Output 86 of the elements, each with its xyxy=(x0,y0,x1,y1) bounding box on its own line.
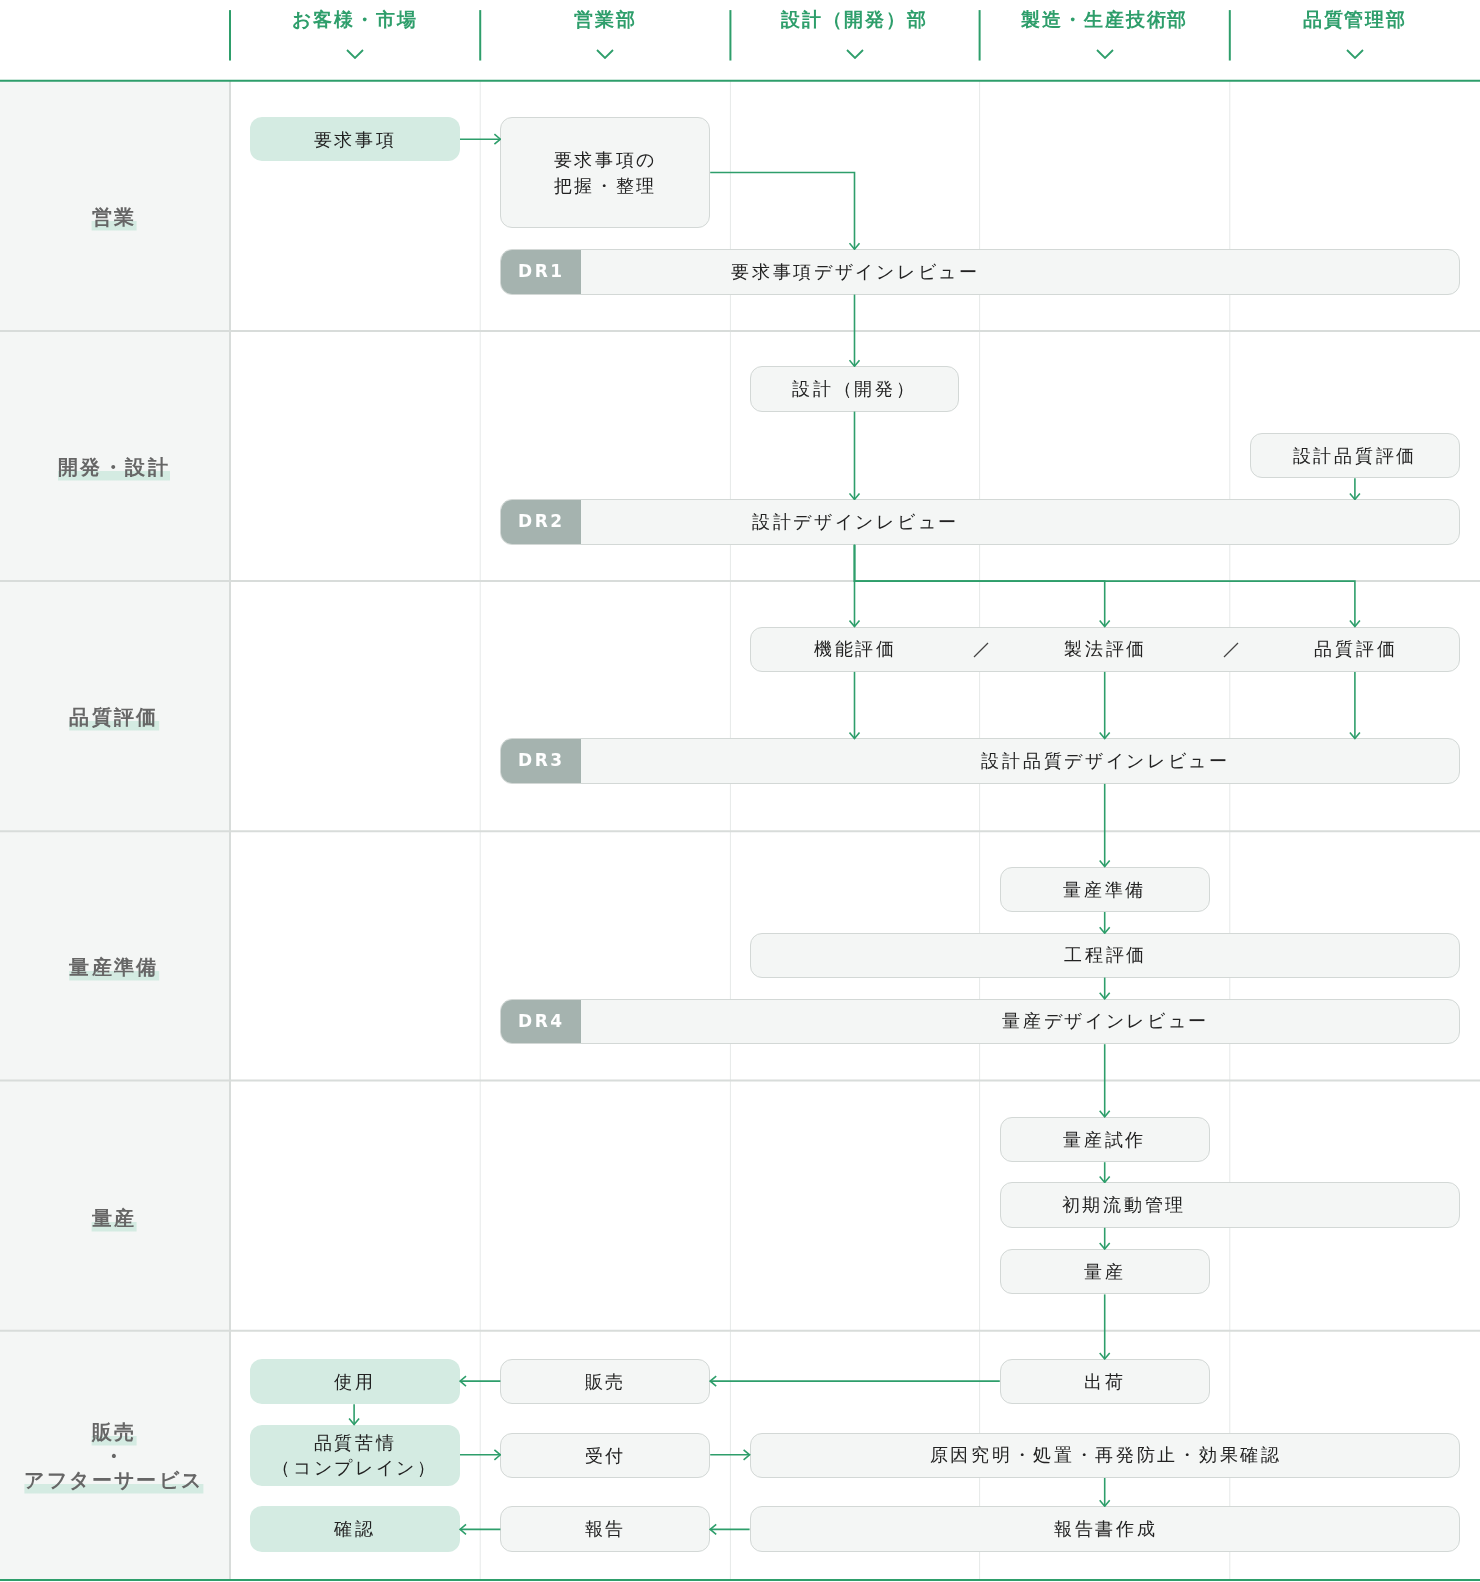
arrow xyxy=(709,171,861,250)
process-box xyxy=(749,933,1460,978)
arrow xyxy=(1098,1161,1111,1184)
arrow xyxy=(1098,1043,1111,1118)
process-box xyxy=(500,117,711,228)
column-header: 営業部 xyxy=(573,7,637,33)
process-box xyxy=(999,866,1210,912)
row-header: 量産準備 xyxy=(69,954,159,981)
arrow xyxy=(459,133,502,145)
arrow xyxy=(459,1449,502,1461)
step-text: 販売 xyxy=(584,1370,626,1394)
step-text: 要求事項 xyxy=(313,127,397,152)
column-header: 品質管理部 xyxy=(1302,7,1408,33)
step-text: 初期流動管理 xyxy=(1061,1193,1186,1218)
review-bar xyxy=(500,738,1460,784)
process-box xyxy=(999,1358,1210,1405)
step-text: 工程評価 xyxy=(1064,943,1148,968)
step-text: 報告 xyxy=(584,1517,626,1542)
process-box xyxy=(749,626,1460,672)
customer-step-box xyxy=(250,1506,460,1552)
column-header: 設計（開発）部 xyxy=(781,7,928,33)
arrow xyxy=(848,671,861,740)
arrow xyxy=(709,1375,1001,1387)
step-text: 設計デザインレビュー xyxy=(752,510,959,535)
arrow xyxy=(348,1403,360,1426)
arrow xyxy=(459,1375,502,1387)
step-text: 量産 xyxy=(1084,1260,1126,1285)
process-box xyxy=(1249,432,1460,479)
step-text: 量産準備 xyxy=(1063,877,1147,902)
step-text: 報告書作成 xyxy=(1053,1517,1158,1542)
arrow xyxy=(709,1449,751,1461)
process-box xyxy=(749,366,960,412)
arrow xyxy=(709,1523,751,1536)
arrow xyxy=(1349,477,1361,501)
arrow xyxy=(1098,1477,1111,1507)
review-tag: DR4 xyxy=(501,999,582,1044)
step-text: 品質評価 xyxy=(1314,637,1398,662)
process-box xyxy=(749,1506,1460,1552)
step-text: 量産試作 xyxy=(1063,1127,1147,1152)
step-text: 品質苦情 xyxy=(313,1431,397,1456)
row-header: 量産 xyxy=(91,1204,137,1232)
row-header: • xyxy=(109,1447,119,1464)
step-text: 機能評価 xyxy=(814,637,897,662)
step-text: 設計（開発） xyxy=(792,377,917,402)
step-text: 出荷 xyxy=(1084,1370,1126,1394)
arrow xyxy=(1098,976,1111,1000)
process-box xyxy=(999,1116,1210,1163)
step-text: 量産デザインレビュー xyxy=(1002,1009,1210,1034)
step-text: 設計品質デザインレビュー xyxy=(981,749,1230,774)
step-text: 要求事項デザインレビュー xyxy=(731,260,980,285)
review-tag: DR2 xyxy=(501,500,582,544)
step-text: （コンプレイン） xyxy=(272,1456,438,1481)
step-text: 使用 xyxy=(334,1370,376,1394)
review-tag: DR1 xyxy=(501,250,582,294)
column-header: お客様・市場 xyxy=(292,7,418,33)
step-text: 原因究明・処置・再発防止・効果確認 xyxy=(929,1443,1282,1468)
arrow xyxy=(459,1523,502,1536)
process-box xyxy=(749,1432,1460,1478)
arrow xyxy=(848,410,861,501)
step-text: 受付 xyxy=(584,1443,626,1468)
process-box xyxy=(500,1432,711,1478)
arrow xyxy=(1098,671,1111,740)
review-bar xyxy=(500,249,1460,295)
arrow xyxy=(1098,911,1111,934)
process-box xyxy=(999,1182,1460,1228)
review-tag: DR3 xyxy=(501,739,582,783)
arrow xyxy=(1349,671,1361,740)
process-box xyxy=(500,1506,711,1552)
process-box xyxy=(999,1248,1210,1295)
step-text: 製法評価 xyxy=(1064,637,1148,662)
review-bar xyxy=(500,998,1460,1045)
arrow xyxy=(1098,783,1111,868)
column-header: 製造・生産技術部 xyxy=(1021,7,1189,33)
step-text: 要求事項の把握・整理 xyxy=(552,148,659,198)
arrow xyxy=(1098,1293,1111,1360)
step-text: 確認 xyxy=(334,1517,376,1542)
customer-step-box xyxy=(250,117,460,162)
arrow xyxy=(853,544,1361,628)
customer-step-box xyxy=(250,1358,460,1405)
arrow xyxy=(1098,1227,1111,1250)
process-box xyxy=(500,1358,711,1405)
step-text: 設計品質評価 xyxy=(1292,443,1417,468)
arrow xyxy=(848,293,861,367)
row-header: 品質評価 xyxy=(69,703,159,731)
review-bar xyxy=(500,499,1460,545)
customer-step-box xyxy=(250,1424,460,1487)
